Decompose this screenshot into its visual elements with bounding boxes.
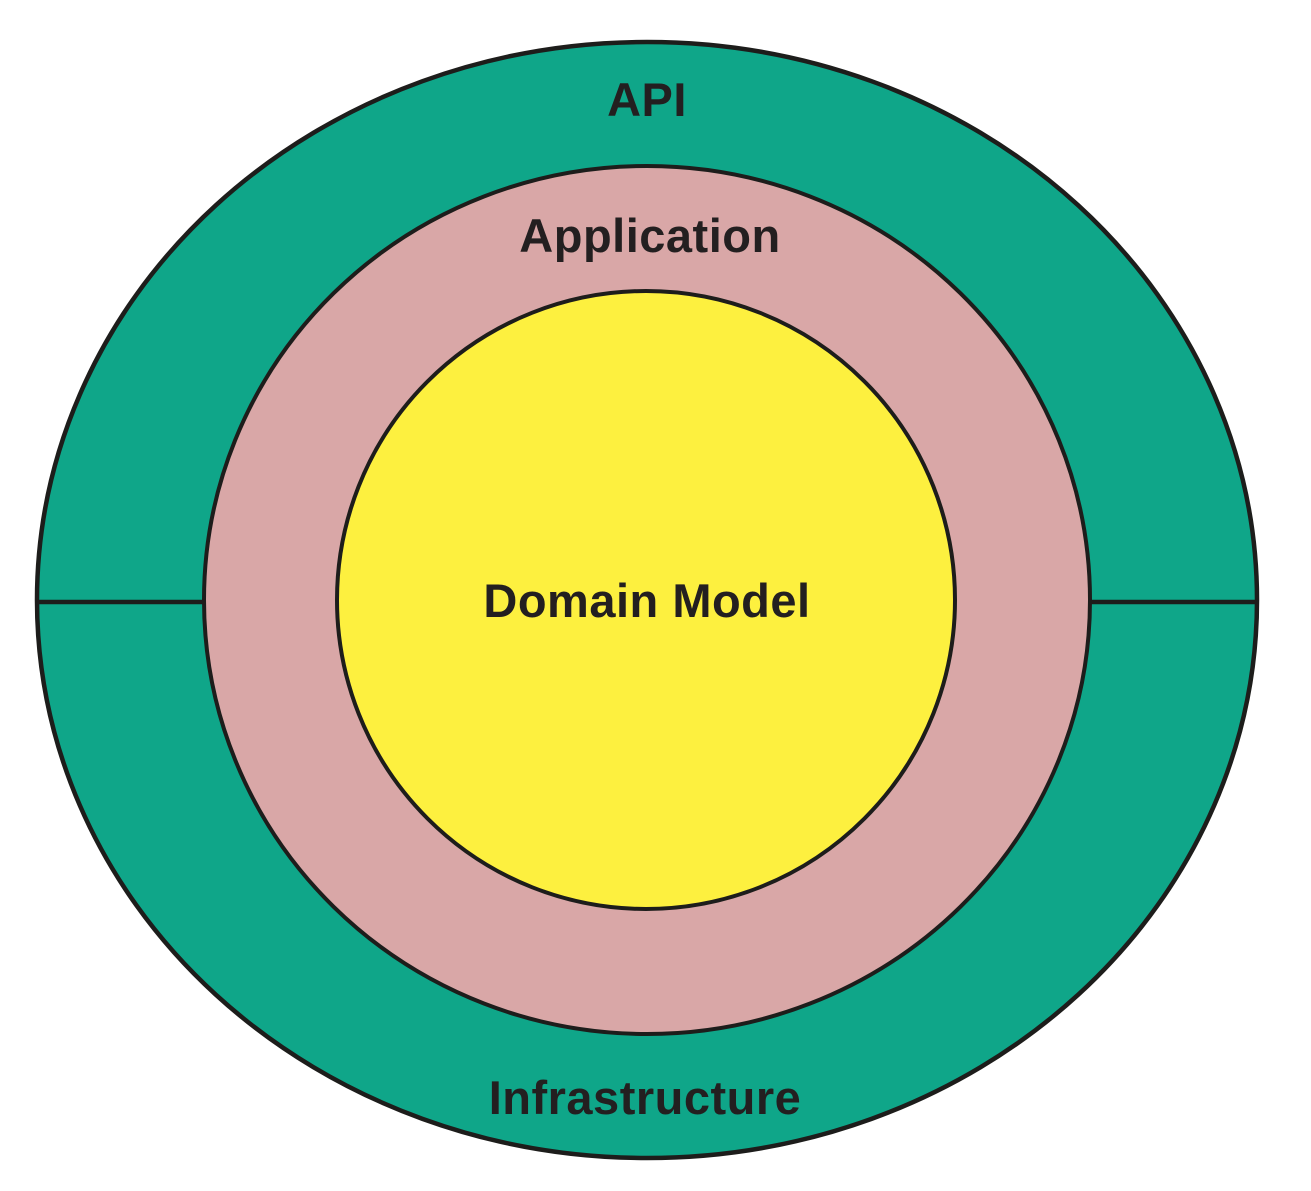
application-label: Application (519, 209, 780, 262)
api-label: API (607, 73, 687, 126)
domain-model-circle (335, 289, 957, 911)
infrastructure-label: Infrastructure (489, 1071, 802, 1124)
domain-model-label: Domain Model (483, 574, 810, 627)
